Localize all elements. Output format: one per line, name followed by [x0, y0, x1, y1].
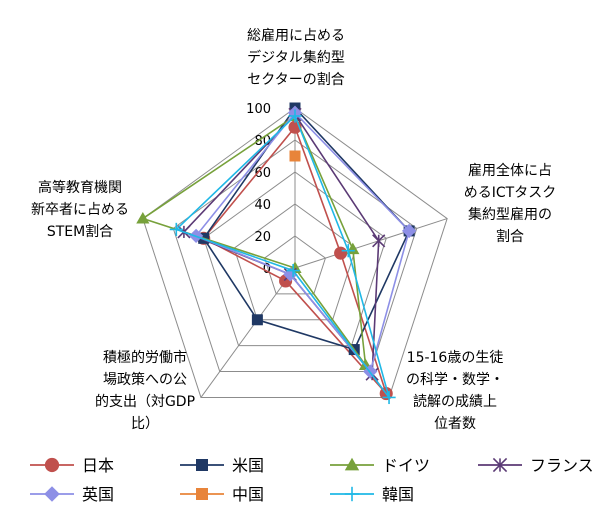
axis-label: 総雇用に占めるデジタル集約型セクターの割合: [247, 27, 345, 88]
series-line: [141, 114, 367, 368]
legend-item: 英国: [30, 485, 114, 504]
data-point: [382, 390, 396, 405]
data-point: [341, 244, 355, 258]
tick-label: 60: [254, 166, 271, 181]
legend-label: 中国: [232, 485, 264, 504]
legend-label: 日本: [82, 456, 114, 475]
data-point: [286, 263, 300, 278]
tick-label: 20: [254, 230, 271, 245]
legend-item: 中国: [180, 485, 264, 504]
legend-item: フランス: [478, 456, 594, 475]
series-line: [174, 114, 390, 398]
grid-ring: [263, 235, 327, 295]
legend-label: 英国: [82, 485, 114, 504]
legend-label: 韓国: [382, 485, 414, 504]
grid-spoke: [294, 218, 448, 269]
grid-spoke: [200, 267, 296, 398]
legend-item: 米国: [180, 456, 264, 475]
grid-ring: [233, 203, 357, 321]
legend-label: 米国: [232, 456, 264, 475]
legend-item: 韓国: [330, 485, 414, 504]
axis-labels: 総雇用に占めるデジタル集約型セクターの割合雇用全体に占めるICTタスク集約型雇用…: [31, 27, 556, 432]
tick-label: 0: [263, 262, 271, 277]
data-point: [289, 150, 301, 162]
series-6: [169, 109, 396, 405]
series-line: [194, 111, 411, 374]
radar-series: [136, 102, 417, 405]
axis-label: 雇用全体に占めるICTタスク集約型雇用の割合: [464, 162, 556, 245]
data-point: [251, 314, 263, 326]
tick-label: 100: [246, 102, 271, 117]
data-point: [169, 222, 183, 237]
axis-label: 15-16歳の生徒の科学・数学・読解の成績上位者数: [406, 350, 504, 432]
series-line: [202, 125, 387, 395]
series-5: [289, 150, 301, 162]
grid-ring: [142, 107, 448, 398]
data-point: [136, 211, 150, 224]
data-point: [401, 223, 417, 239]
series-line: [182, 113, 380, 377]
data-point: [334, 246, 348, 260]
legend-item: ドイツ: [330, 456, 430, 475]
data-point: [288, 109, 302, 123]
legend-label: フランス: [530, 456, 594, 475]
legend-item: 日本: [30, 456, 114, 475]
legend-label: ドイツ: [382, 456, 430, 475]
data-point: [372, 234, 386, 248]
tick-label: 40: [254, 198, 271, 213]
grid-ring: [203, 171, 387, 347]
